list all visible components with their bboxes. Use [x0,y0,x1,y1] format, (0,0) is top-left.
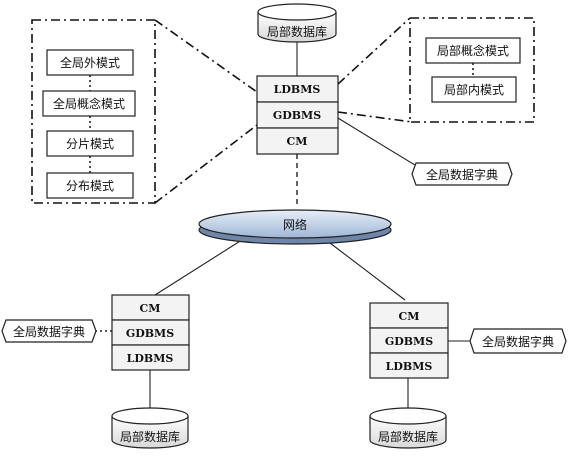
right-stack-cell [369,327,449,354]
right-dict-label: 全局数据字典 [482,334,554,349]
global-schema-frame [31,19,156,204]
left-db-label: 局部数据库 [120,429,180,444]
top-database: 局部数据库 [257,3,337,43]
left-stack-cm: CM [140,302,161,315]
right-stack-cell [369,302,449,329]
global-external-schema: 全局外模式 [60,55,120,70]
right-stack-ldbms: LDBMS [386,360,433,373]
local-internal-schema: 局部内模式 [444,82,504,97]
left-database: 局部数据库 [111,407,189,449]
left-stack-gdbms: GDBMS [126,327,174,340]
global-conceptual-schema: 全局概念模式 [53,96,125,111]
top-stack-ldbms: LDBMS [274,83,321,96]
right-schema-link-bottom [337,111,413,123]
right-data-dictionary: 全局数据字典 [469,328,567,354]
left-stack-ldbms: LDBMS [127,352,174,365]
global-schema-group: 全局外模式 全局概念模式 分片模式 分布模式 [31,19,156,204]
top-stack: LDBMS GDBMS CM [256,75,339,155]
connectors [95,17,470,410]
right-network-link [329,242,406,301]
right-stack-cell [369,352,449,379]
top-db-label: 局部数据库 [267,24,327,39]
top-stack-cell [256,127,339,155]
right-stack-gdbms: GDBMS [385,335,433,348]
schema-box [42,90,136,117]
top-stack-gdbms: GDBMS [273,109,321,122]
left-stack-cell [111,319,190,346]
right-database: 局部数据库 [369,407,447,449]
top-data-dictionary: 全局数据字典 [411,162,513,186]
top-stack-cell [256,101,339,129]
local-schema-frame [409,17,535,123]
schema-box [431,76,517,103]
left-network-link [154,237,246,296]
right-schema-link-top [337,17,411,85]
right-db-label: 局部数据库 [378,429,438,444]
left-stack-cell [111,344,190,371]
local-schema-group: 局部概念模式 局部内模式 [409,17,535,123]
top-stack-cm: CM [287,135,308,148]
top-stack-cell [256,75,339,103]
network-label: 网络 [283,217,307,232]
right-stack: CM GDBMS LDBMS [369,302,449,379]
schema-box [46,130,134,157]
schema-box [46,49,134,76]
top-dict-label: 全局数据字典 [426,167,498,182]
fragmentation-schema: 分片模式 [66,137,114,151]
left-data-dictionary: 全局数据字典 [1,319,97,343]
left-stack: CM GDBMS LDBMS [111,294,190,371]
left-schema-link-top [154,19,258,93]
allocation-schema: 分布模式 [66,179,114,193]
network: 网络 [198,209,392,245]
schema-box [46,172,134,199]
right-stack-cm: CM [399,310,420,323]
top-dict-link [337,117,421,169]
left-stack-cell [111,294,190,321]
left-dict-label: 全局数据字典 [13,324,85,339]
local-conceptual-schema: 局部概念模式 [437,43,509,58]
left-schema-link-bottom [154,124,258,204]
